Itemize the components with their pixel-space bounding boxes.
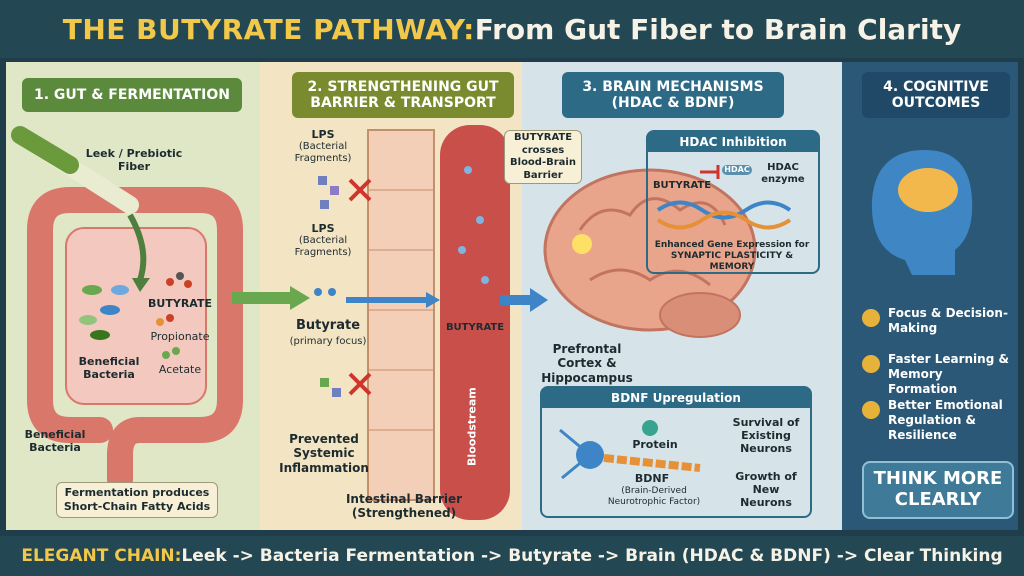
lps-icon [318, 176, 339, 209]
lps-b-label: LPS [311, 222, 335, 235]
barrier-header: 2. STRENGTHENING GUT BARRIER & TRANSPORT [292, 72, 514, 118]
heart-head-icon [862, 401, 880, 419]
protein-label: Protein [632, 438, 678, 451]
intestinal-barrier-icon [367, 129, 435, 501]
outcome-item: Focus & Decision-Making [862, 306, 1012, 336]
bacteria-icon [79, 285, 129, 340]
butyrate-vessel-label: BUTYRATE [445, 322, 505, 333]
bdnf-sub: (Brain-Derived Neurotrophic Factor) [607, 486, 701, 507]
outcome-label: Better Emotional Regulation & Resilience [888, 398, 1003, 442]
leek-icon [11, 126, 139, 214]
gut-header: 1. GUT & FERMENTATION [22, 78, 242, 112]
barrier-label: Intestinal Barrier (Strengthened) [345, 492, 463, 521]
block-x-icon [348, 372, 372, 396]
hdac-chip: HDAC [722, 165, 752, 175]
lightbulb-icon [862, 355, 880, 373]
gene-expression-label: Enhanced Gene Expression for SYNAPTIC PL… [654, 240, 810, 272]
neuron-icon [559, 428, 701, 480]
outcome-item: Faster Learning & Memory Formation [862, 352, 1012, 397]
hdac-title: HDAC Inhibition [648, 132, 818, 152]
intestine-icon [27, 187, 243, 493]
glow-icon [572, 234, 592, 254]
fermentation-note: Fermentation produces Short-Chain Fatty … [56, 482, 218, 518]
dna-icon [656, 200, 792, 230]
butyrate-transport-label: Butyrate [295, 318, 361, 333]
survival-label: Survival of Existing Neurons [732, 416, 800, 456]
lps-a-label: LPS [311, 128, 335, 141]
target-icon [862, 309, 880, 327]
growth-label: Growth of New Neurons [735, 470, 797, 510]
butyrate-label: BUTYRATE [148, 297, 212, 310]
footer-rest: Leek -> Bacteria Fermentation -> Butyrat… [181, 546, 1003, 566]
acetate-label: Acetate [158, 363, 202, 376]
hdac-enzyme-label: HDAC enzyme [761, 162, 805, 185]
page-title: THE BUTYRATE PATHWAY: From Gut Fiber to … [0, 0, 1024, 58]
bacteria-inner-label: Beneficial Bacteria [78, 355, 140, 382]
outcomes-panel [842, 62, 1018, 530]
bacteria-outer-label: Beneficial Bacteria [24, 428, 86, 455]
outcome-item: Better Emotional Regulation & Resilience [862, 398, 1012, 443]
protein-icon [642, 420, 658, 436]
fiber-arrow [127, 213, 147, 281]
hdac-inhibit-icon [700, 165, 720, 179]
bloodstream-label: Bloodstream [465, 387, 479, 466]
think-more-clearly-badge: THINK MORE CLEARLY [862, 461, 1014, 519]
lps-icon [320, 378, 341, 397]
brain-header: 3. BRAIN MECHANISMS (HDAC & BDNF) [562, 72, 784, 118]
head-silhouette-icon [871, 150, 973, 275]
scfa-molecule-icon [156, 272, 192, 359]
block-x-icon [348, 178, 372, 202]
hdac-card: HDAC Inhibition [646, 130, 820, 274]
leek-label: Leek / Prebiotic Fiber [85, 147, 183, 174]
bdnf-label: BDNF [634, 472, 670, 485]
bbb-note: BUTYRATE crosses Blood-Brain Barrier [504, 130, 582, 184]
region-label: Prefrontal Cortex & Hippocampus [541, 342, 633, 385]
title-highlight: THE BUTYRATE PATHWAY: [62, 12, 475, 46]
hdac-butyrate-label: BUTYRATE [652, 180, 712, 191]
bloodstream-icon [440, 125, 510, 520]
outcome-label: Focus & Decision-Making [888, 306, 1008, 335]
footer-chain: ELEGANT CHAIN: Leek -> Bacteria Fermenta… [0, 536, 1024, 576]
prevented-inflammation-label: Prevented Systemic Inflammation [279, 432, 369, 475]
bdnf-title: BDNF Upregulation [542, 388, 810, 408]
outcome-label: Faster Learning & Memory Formation [888, 352, 1009, 396]
lps-b-sub: (Bacterial Fragments) [294, 235, 352, 258]
bdnf-card: BDNF Upregulation [540, 386, 812, 518]
footer-highlight: ELEGANT CHAIN: [21, 546, 182, 566]
butyrate-transport-sub: (primary focus) [289, 336, 367, 347]
outcomes-header: 4. COGNITIVE OUTCOMES [862, 72, 1010, 118]
propionate-label: Propionate [150, 330, 210, 343]
title-rest: From Gut Fiber to Brain Clarity [474, 12, 962, 46]
lps-a-sub: (Bacterial Fragments) [294, 141, 352, 164]
